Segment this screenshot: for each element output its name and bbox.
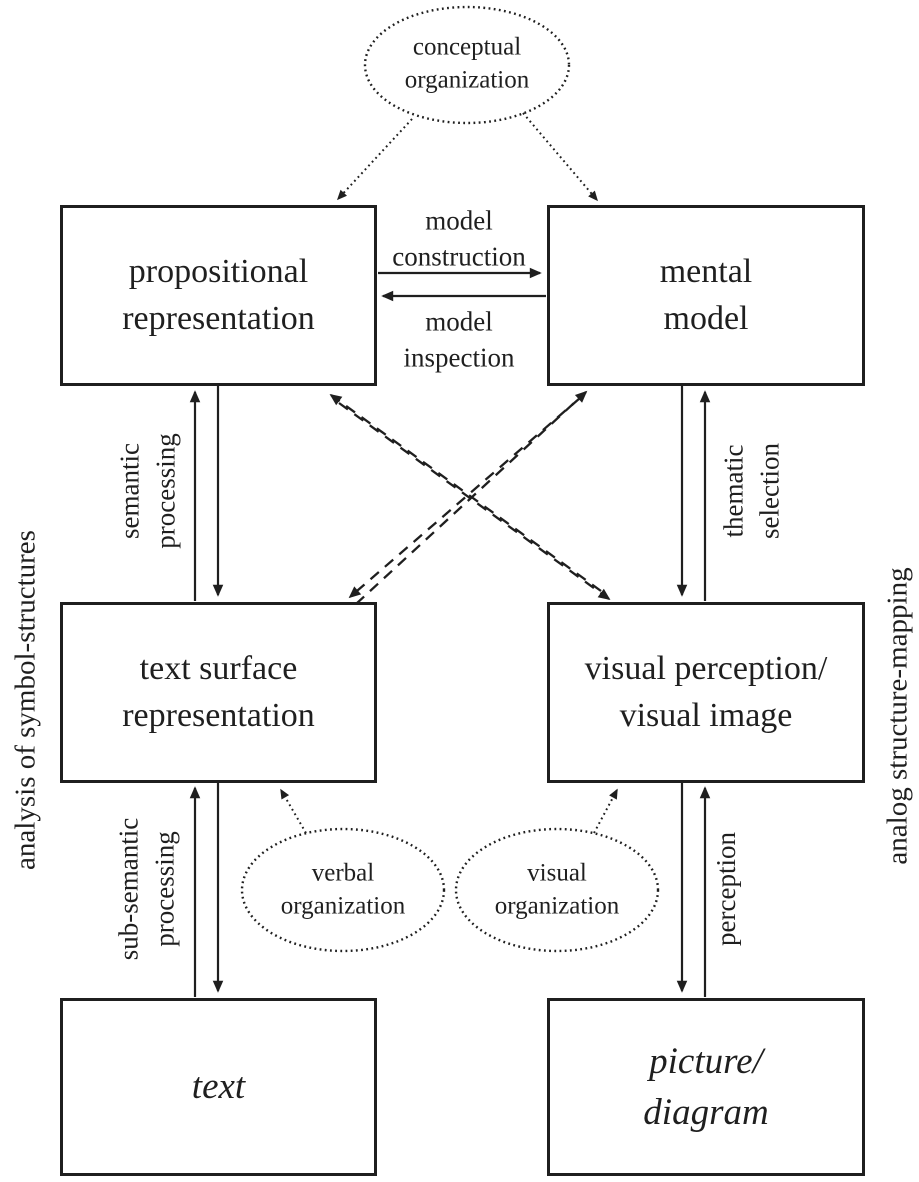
model-construction-label: model construction [392, 205, 526, 271]
visual-perception-label: visual perception/ visual image [584, 649, 828, 734]
mental-model-label: mental model [659, 252, 753, 337]
visual-organization-label: visual organization [494, 859, 620, 920]
dashed-arrow-propositional-to-visual-perception [338, 402, 611, 601]
dotted-arrow-verbal-organization-to-text-surface [280, 788, 307, 834]
conceptual-organization-ellipse [363, 5, 571, 125]
analysis-of-symbol-structures-caption: analysis of symbol-structures [9, 530, 42, 870]
visual-perception-box: visual perception/ visual image [547, 602, 865, 783]
picture-diagram-label: picture/ diagram [643, 1040, 769, 1133]
model-inspection-label: model inspection [403, 306, 515, 372]
dashed-arrow-visual-perception-to-propositional [329, 393, 602, 592]
verbal-organization-ellipse [240, 827, 446, 953]
verbal-organization-label: verbal organization [280, 859, 406, 920]
dotted-arrow-visual-organization-to-visual-perception [593, 788, 618, 834]
sub-semantic-processing-label: sub-semantic processing [113, 817, 179, 961]
dashed-arrow-text-surface-to-mental-model [355, 390, 588, 605]
text-label: text [191, 1066, 246, 1108]
semantic-processing-label: semantic processing [114, 433, 180, 549]
dotted-arrow-conceptual-to-mental-model [522, 112, 598, 202]
thematic-selection-label: thematic selection [718, 443, 784, 539]
dotted-arrow-conceptual-to-propositional [336, 118, 413, 201]
text-surface-representation-label: text surface representation [122, 649, 315, 734]
propositional-representation-box: propositional representation [60, 205, 377, 386]
visual-organization-ellipse [454, 827, 660, 953]
analog-structure-mapping-caption: analog structure-mapping [881, 567, 914, 865]
text-surface-representation-box: text surface representation [60, 602, 377, 783]
perception-label: perception [711, 832, 742, 946]
propositional-representation-label: propositional representation [122, 252, 315, 337]
picture-diagram-box: picture/ diagram [547, 998, 865, 1176]
conceptual-organization-label: conceptual organization [404, 33, 530, 94]
dashed-arrow-mental-model-to-text-surface [348, 397, 581, 599]
mental-model-box: mental model [547, 205, 865, 386]
text-box: text [60, 998, 377, 1176]
